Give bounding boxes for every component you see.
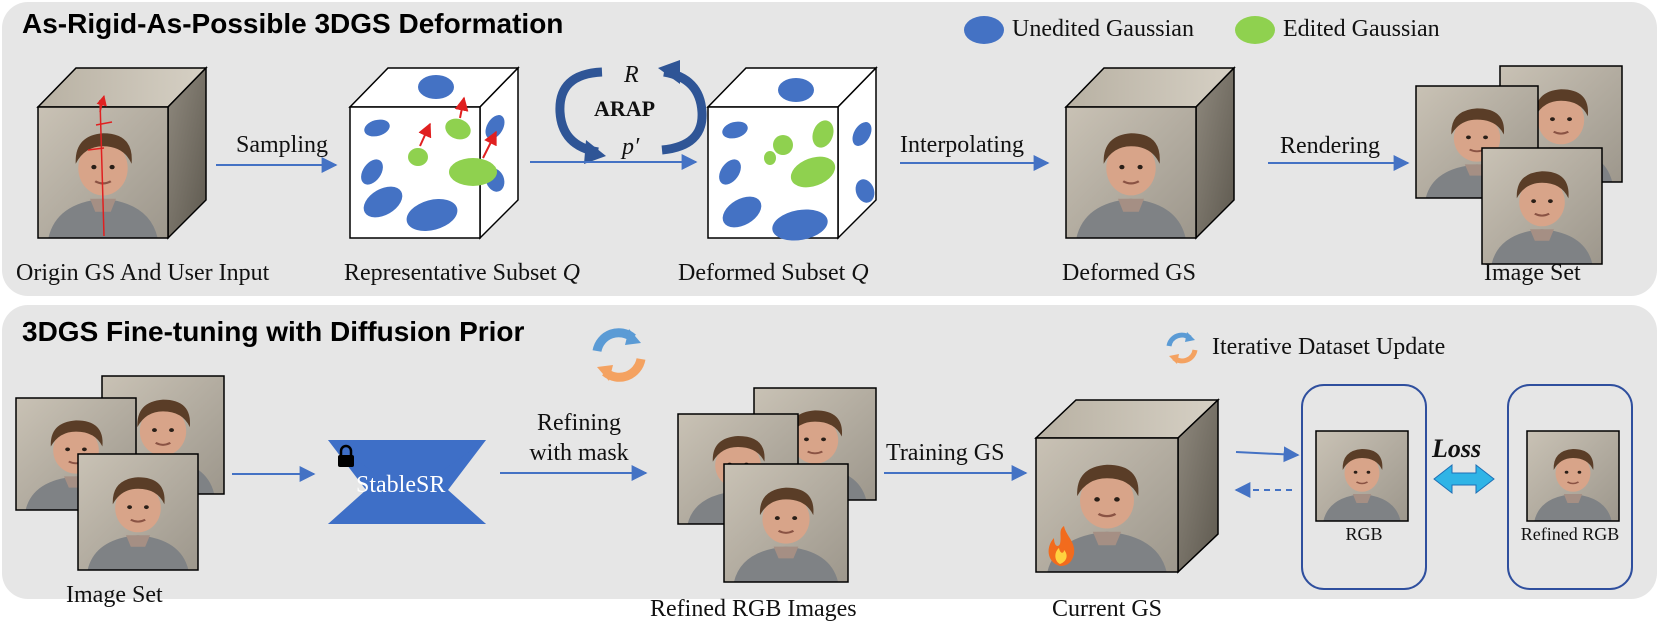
- top-image-set-label: Image Set: [1484, 260, 1581, 286]
- origin-gs-label: Origin GS And User Input: [16, 260, 270, 286]
- arap-p-symbol: p′: [622, 134, 640, 160]
- arap-cycle: [555, 60, 707, 164]
- top-image-set: [1414, 64, 1624, 266]
- deformed-subset-label: Deformed Subset Q: [678, 260, 869, 287]
- refining-label-line1: Refining: [537, 410, 621, 436]
- deformed-gs-cube: [1064, 66, 1236, 240]
- representative-subset-text: Representative Subset: [344, 260, 557, 286]
- rgb-box: [1301, 384, 1427, 590]
- legend-unedited-label: Unedited Gaussian: [1012, 16, 1194, 42]
- bottom-panel-title: 3DGS Fine-tuning with Diffusion Prior: [22, 316, 525, 347]
- user-input-strokes: [87, 94, 113, 237]
- lock-icon: [338, 444, 354, 467]
- loss-double-arrow: [1433, 463, 1495, 495]
- refresh-cycle-icon: [592, 328, 646, 382]
- refining-label-line2: with mask: [529, 440, 629, 466]
- loss-label: Loss: [1432, 434, 1482, 463]
- representative-subset-cube: [348, 66, 520, 240]
- deformed-subset-text: Deformed Subset: [678, 260, 846, 286]
- refined-image-set: [676, 386, 878, 584]
- refined-rgb-box: [1507, 384, 1633, 590]
- deformed-subset-symbol: Q: [851, 260, 869, 286]
- rendering-label: Rendering: [1280, 133, 1380, 159]
- deformed-subset-cube: [706, 66, 878, 241]
- rgb-label: RGB: [1345, 524, 1383, 544]
- current-gs-cube: [1034, 398, 1220, 574]
- current-gs-label: Current GS: [1052, 596, 1162, 622]
- sampling-label: Sampling: [236, 132, 329, 158]
- top-panel-title: As-Rigid-As-Possible 3DGS Deformation: [22, 8, 564, 39]
- subset-symbol: Q: [562, 260, 580, 286]
- representative-subset-label: Representative Subset Q: [344, 260, 580, 287]
- cycle-legend-label: Iterative Dataset Update: [1212, 334, 1446, 360]
- legend-edited-swatch: [1235, 16, 1275, 44]
- rgb-thumbnail: [1315, 430, 1409, 522]
- refined-images-label: Refined RGB Images: [650, 596, 857, 622]
- legend-refresh-icon: [1166, 332, 1198, 364]
- arap-label: ARAP: [594, 96, 656, 121]
- deformed-gs-label: Deformed GS: [1062, 260, 1196, 286]
- legend-edited-label: Edited Gaussian: [1283, 16, 1440, 42]
- refined-rgb-label: Refined RGB: [1520, 524, 1620, 544]
- stablesr-label: StableSR: [356, 472, 446, 498]
- refined-rgb-thumbnail: [1526, 430, 1620, 522]
- origin-gs-cube: [36, 66, 208, 240]
- bottom-image-set-label: Image Set: [66, 582, 163, 608]
- interpolating-label: Interpolating: [900, 132, 1024, 158]
- bottom-image-set: [14, 374, 226, 572]
- training-gs-label: Training GS: [886, 440, 1005, 466]
- legend-unedited-swatch: [964, 16, 1004, 44]
- fire-icon: [1048, 526, 1075, 566]
- render-to-rgb-arrow: [1235, 446, 1300, 463]
- arap-r-symbol: R: [624, 62, 639, 88]
